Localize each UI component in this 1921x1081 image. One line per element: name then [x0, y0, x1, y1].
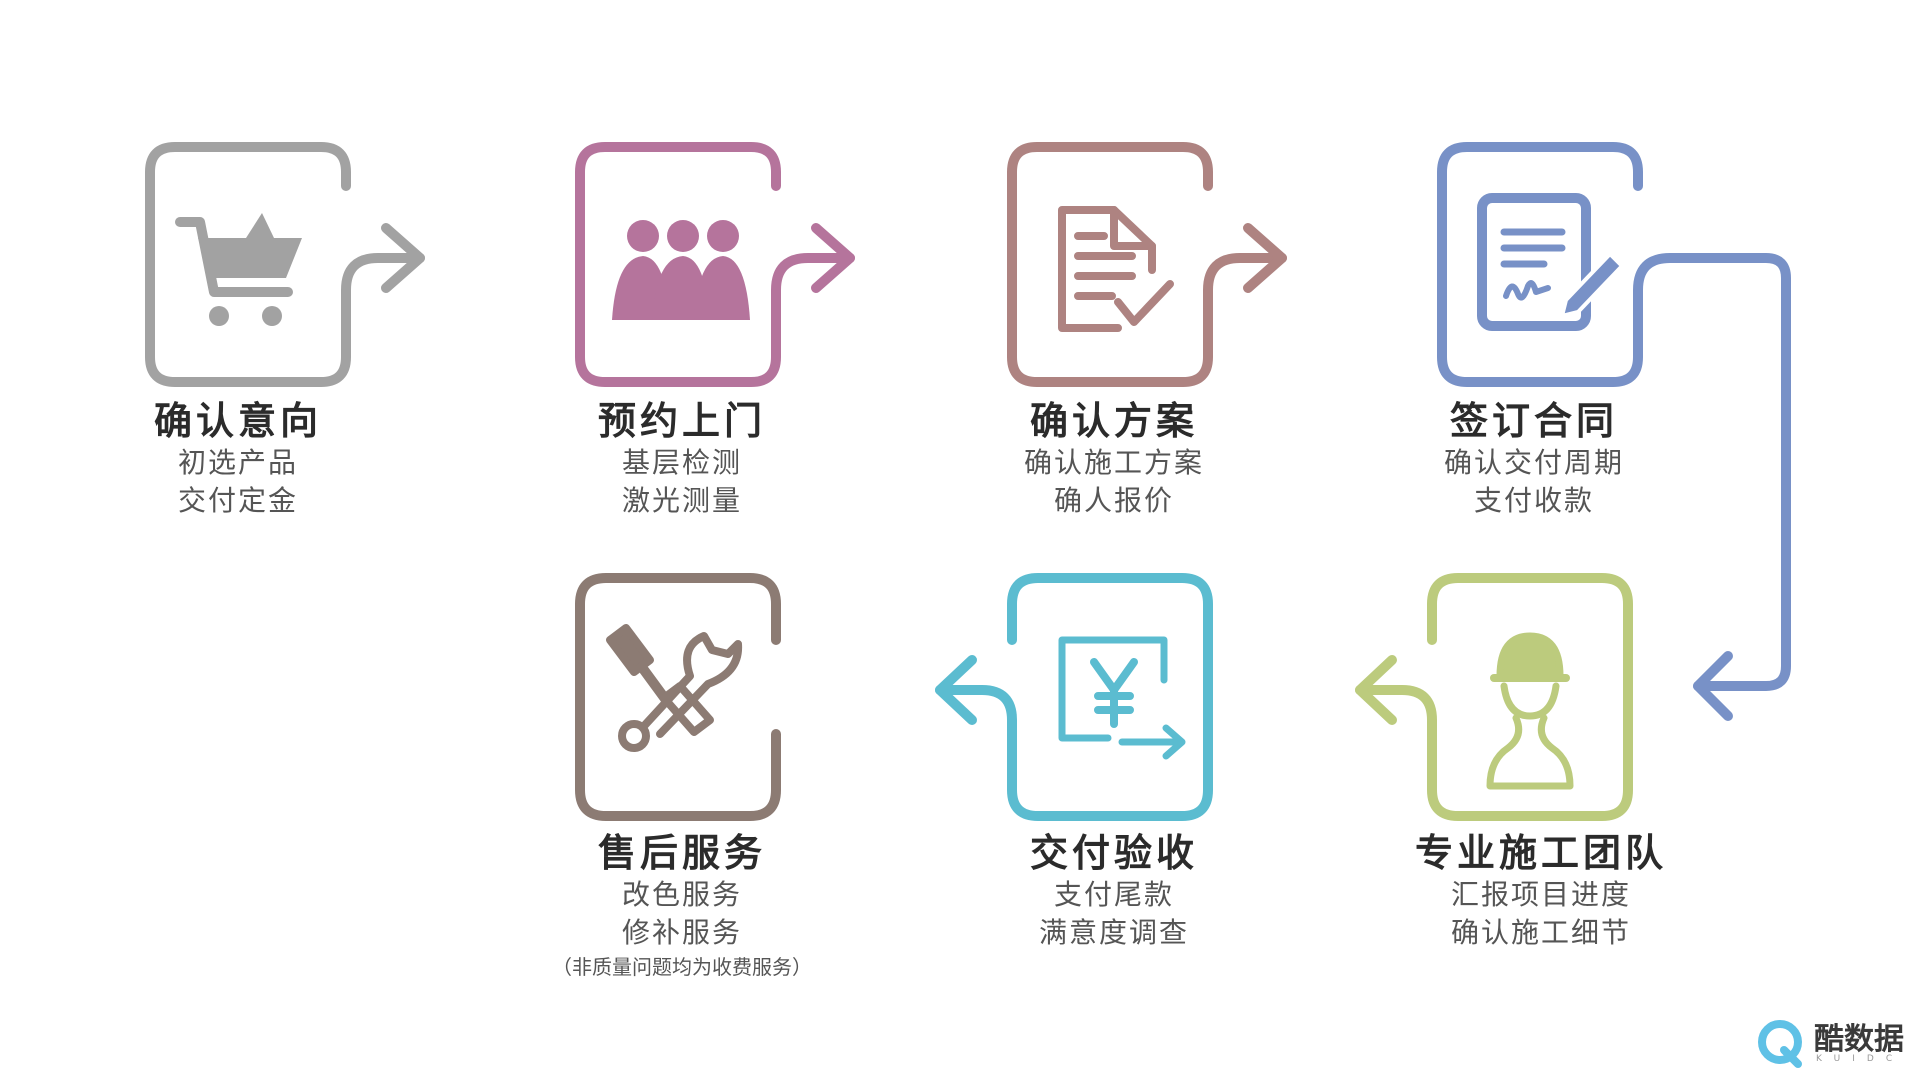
document-check-icon: [1058, 206, 1174, 332]
logo-mark-icon: [1758, 1020, 1802, 1068]
payment-yen-icon: [1058, 636, 1186, 760]
step-7-frame: [1355, 573, 1633, 821]
step-sign-contract: 签订合同 确认交付周期 支付收款: [1354, 398, 1714, 520]
step-4-frame: [1437, 142, 1791, 721]
step-title: 专业施工团队: [1414, 831, 1667, 875]
step-5-frame: [575, 573, 781, 821]
step-detail: 确认施工细节: [1450, 916, 1631, 949]
step-6-frame: [935, 573, 1213, 821]
step-detail: 支付收款: [1473, 484, 1594, 517]
step-detail: 确人报价: [1053, 484, 1174, 517]
step-detail: 确认施工方案: [1023, 446, 1204, 479]
tools-icon: [606, 624, 743, 752]
step-2-frame: [575, 142, 855, 387]
step-title: 确认意向: [153, 399, 322, 443]
step-title: 售后服务: [597, 831, 766, 875]
step-detail: 激光测量: [621, 484, 742, 517]
step-detail: 初选产品: [177, 446, 298, 479]
step-title: 预约上门: [597, 399, 766, 443]
step-note: （非质量问题均为收费服务）: [552, 955, 812, 979]
step-detail: 交付定金: [177, 484, 298, 517]
step-detail: 基层检测: [621, 446, 742, 479]
people-icon: [612, 220, 750, 320]
step-construction-team: 专业施工团队 汇报项目进度 确认施工细节: [1361, 830, 1721, 952]
shopping-cart-icon: [175, 213, 302, 326]
step-appointment: 预约上门 基层检测 激光测量: [502, 398, 862, 520]
logo-text: 酷数据: [1814, 1022, 1904, 1057]
step-detail: 满意度调查: [1038, 916, 1189, 949]
step-detail: 汇报项目进度: [1450, 878, 1631, 911]
step-after-sales: 售后服务 改色服务 修补服务 （非质量问题均为收费服务）: [502, 830, 862, 982]
step-confirm-intent: 确认意向 初选产品 交付定金: [58, 398, 418, 520]
step-title: 签订合同: [1449, 399, 1618, 443]
contract-sign-icon: [1477, 193, 1624, 331]
logo-subtext: KUIDC: [1816, 1054, 1905, 1064]
step-title: 交付验收: [1029, 831, 1198, 875]
watermark-logo: 酷数据 KUIDC: [1758, 1012, 1908, 1072]
step-detail: 确认交付周期: [1443, 446, 1624, 479]
step-1-frame: [145, 142, 425, 387]
step-detail: 支付尾款: [1053, 878, 1174, 911]
step-title: 确认方案: [1029, 399, 1198, 443]
step-delivery-acceptance: 交付验收 支付尾款 满意度调查: [934, 830, 1294, 952]
step-detail: 改色服务: [621, 878, 742, 911]
step-confirm-plan: 确认方案 确认施工方案 确人报价: [934, 398, 1294, 520]
step-detail: 修补服务: [621, 916, 742, 949]
step-3-frame: [1007, 142, 1287, 387]
worker-icon: [1486, 632, 1574, 790]
